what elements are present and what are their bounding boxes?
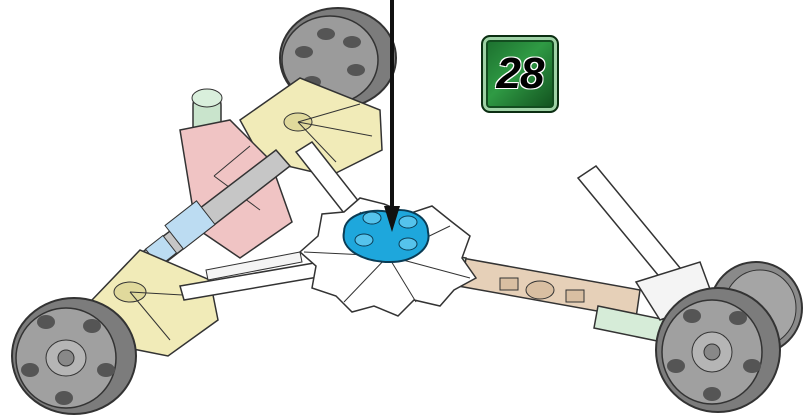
wheel-right-front: [656, 288, 780, 412]
step-number: 28: [497, 49, 544, 99]
step-number-badge: 28: [481, 35, 559, 113]
new-part-blue: [344, 210, 429, 262]
wheel-left: [12, 298, 136, 414]
